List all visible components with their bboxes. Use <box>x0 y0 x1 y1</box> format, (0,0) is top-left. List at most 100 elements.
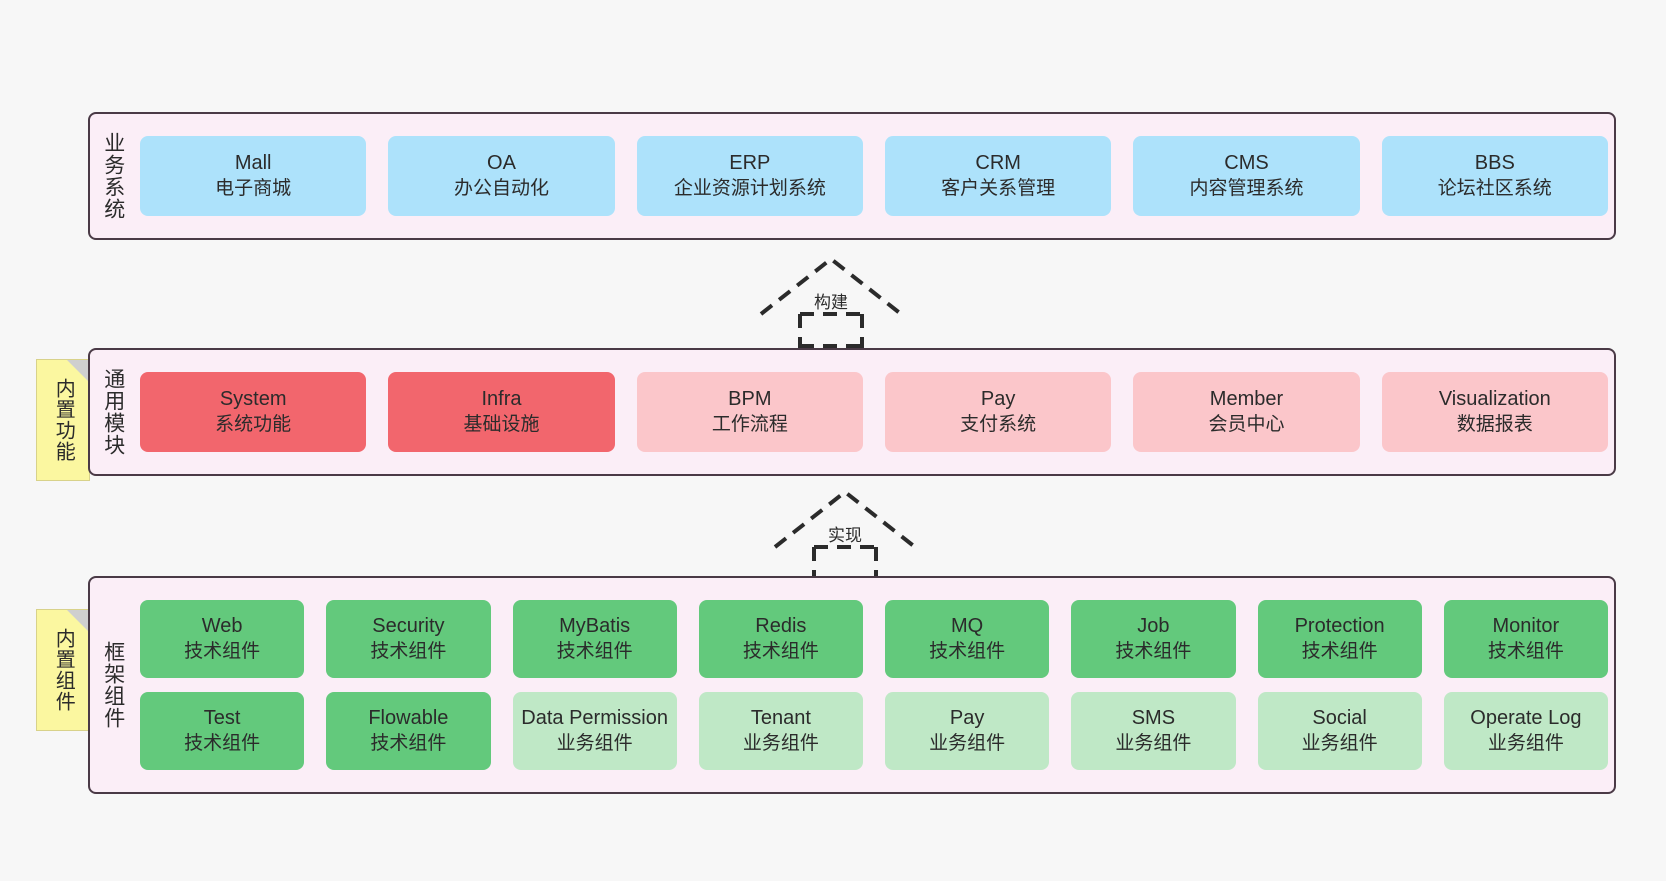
card-mall-subtitle: 电子商城 <box>215 177 292 199</box>
card-redis[interactable]: Redis 技术组件 <box>698 600 863 678</box>
card-oa-title: OA <box>487 152 516 175</box>
note-builtin-components-label: 内置组件 <box>52 628 75 712</box>
card-mq-title: MQ <box>951 615 984 638</box>
card-social-subtitle: 业务组件 <box>1301 732 1378 754</box>
card-erp-subtitle: 企业资源计划系统 <box>673 177 826 199</box>
layer-business-systems: 业务系统 Mall 电子商城 OA 办公自动化 ERP 企业资源计划系统 CRM… <box>88 112 1616 240</box>
card-test-subtitle: 技术组件 <box>184 732 261 754</box>
layer-title-general-modules: 通用模块 <box>101 368 125 456</box>
layer-body-business-systems: Mall 电子商城 OA 办公自动化 ERP 企业资源计划系统 CRM 客户关系… <box>136 114 1614 238</box>
arrow-implement-label: 实现 <box>828 526 862 545</box>
card-bbs-subtitle: 论坛社区系统 <box>1437 177 1552 199</box>
card-data-permission-title: Data Permission <box>521 707 668 730</box>
card-crm[interactable]: CRM 客户关系管理 <box>884 136 1112 216</box>
card-system-title: System <box>219 388 287 411</box>
card-protection-subtitle: 技术组件 <box>1301 640 1378 662</box>
card-mq-subtitle: 技术组件 <box>929 640 1006 662</box>
card-bpm[interactable]: BPM 工作流程 <box>636 372 863 452</box>
card-tenant[interactable]: Tenant 业务组件 <box>698 692 863 770</box>
card-web[interactable]: Web 技术组件 <box>140 600 305 678</box>
note-builtin-functions-label: 内置功能 <box>52 378 75 462</box>
card-visualization-title: Visualization <box>1438 388 1551 411</box>
card-bpm-title: BPM <box>728 388 772 411</box>
card-cms-title: CMS <box>1224 152 1269 175</box>
layer-body-framework-components: Web 技术组件 Security 技术组件 MyBatis 技术组件 Redi… <box>136 578 1614 792</box>
layer-framework-components: 框架组件 Web 技术组件 Security 技术组件 MyBatis 技术组件… <box>88 576 1616 794</box>
card-visualization-subtitle: 数据报表 <box>1456 413 1533 435</box>
card-tenant-subtitle: 业务组件 <box>742 732 819 754</box>
note-builtin-functions: 内置功能 <box>36 359 90 481</box>
card-cms[interactable]: CMS 内容管理系统 <box>1133 136 1360 216</box>
card-infra[interactable]: Infra 基础设施 <box>388 372 615 452</box>
card-protection[interactable]: Protection 技术组件 <box>1257 600 1422 678</box>
card-operate-log[interactable]: Operate Log 业务组件 <box>1443 692 1608 770</box>
card-web-subtitle: 技术组件 <box>184 640 261 662</box>
card-member-subtitle: 会员中心 <box>1208 413 1285 435</box>
arrow-implement-generalization: 实现 <box>770 489 920 581</box>
card-redis-title: Redis <box>755 615 807 638</box>
card-job-title: Job <box>1137 615 1170 638</box>
card-system[interactable]: System 系统功能 <box>140 372 367 452</box>
card-erp-title: ERP <box>729 152 771 175</box>
card-oa[interactable]: OA 办公自动化 <box>388 136 615 216</box>
card-sms-subtitle: 业务组件 <box>1115 732 1192 754</box>
card-visualization[interactable]: Visualization 数据报表 <box>1381 372 1608 452</box>
card-social[interactable]: Social 业务组件 <box>1257 692 1422 770</box>
layer-title-framework-components: 框架组件 <box>101 641 125 729</box>
card-job-subtitle: 技术组件 <box>1115 640 1192 662</box>
card-security-subtitle: 技术组件 <box>370 640 447 662</box>
card-security[interactable]: Security 技术组件 <box>326 600 491 678</box>
card-mybatis[interactable]: MyBatis 技术组件 <box>512 600 677 678</box>
row-business-systems: Mall 电子商城 OA 办公自动化 ERP 企业资源计划系统 CRM 客户关系… <box>140 136 1608 216</box>
card-member[interactable]: Member 会员中心 <box>1133 372 1360 452</box>
card-mall-title: Mall <box>234 152 272 175</box>
card-member-title: Member <box>1209 388 1284 411</box>
card-crm-title: CRM <box>975 152 1021 175</box>
card-pay-module-title: Pay <box>980 388 1016 411</box>
card-data-permission-subtitle: 业务组件 <box>556 732 633 754</box>
card-mq[interactable]: MQ 技术组件 <box>885 600 1050 678</box>
card-job[interactable]: Job 技术组件 <box>1071 600 1236 678</box>
card-operate-log-title: Operate Log <box>1470 707 1582 730</box>
card-social-title: Social <box>1312 707 1367 730</box>
dashed-hollow-arrow-icon <box>759 256 903 348</box>
row-business-components: Test 技术组件 Flowable 技术组件 Data Permission … <box>140 692 1608 770</box>
arrow-build-label: 构建 <box>814 293 848 312</box>
card-test[interactable]: Test 技术组件 <box>140 692 305 770</box>
card-pay-component-title: Pay <box>949 707 985 730</box>
card-monitor-subtitle: 技术组件 <box>1487 640 1564 662</box>
card-monitor-title: Monitor <box>1492 615 1560 638</box>
card-mall[interactable]: Mall 电子商城 <box>140 136 367 216</box>
card-protection-title: Protection <box>1294 615 1385 638</box>
card-mybatis-subtitle: 技术组件 <box>556 640 633 662</box>
layer-body-general-modules: System 系统功能 Infra 基础设施 BPM 工作流程 Pay 支付系统… <box>136 350 1614 474</box>
card-pay-component[interactable]: Pay 业务组件 <box>885 692 1050 770</box>
card-cms-subtitle: 内容管理系统 <box>1189 177 1304 199</box>
card-erp[interactable]: ERP 企业资源计划系统 <box>636 136 863 216</box>
card-bpm-subtitle: 工作流程 <box>711 413 788 435</box>
card-tenant-title: Tenant <box>750 707 811 730</box>
card-pay-component-subtitle: 业务组件 <box>929 732 1006 754</box>
card-oa-subtitle: 办公自动化 <box>453 177 549 199</box>
card-pay-module-subtitle: 支付系统 <box>960 413 1037 435</box>
card-pay-module[interactable]: Pay 支付系统 <box>884 372 1112 452</box>
card-flowable-subtitle: 技术组件 <box>370 732 447 754</box>
row-general-modules: System 系统功能 Infra 基础设施 BPM 工作流程 Pay 支付系统… <box>140 372 1608 452</box>
layer-general-modules: 通用模块 System 系统功能 Infra 基础设施 BPM 工作流程 Pay… <box>88 348 1616 476</box>
card-bbs-title: BBS <box>1474 152 1515 175</box>
card-test-title: Test <box>203 707 241 730</box>
card-mybatis-title: MyBatis <box>559 615 631 638</box>
row-tech-components: Web 技术组件 Security 技术组件 MyBatis 技术组件 Redi… <box>140 600 1608 678</box>
card-bbs[interactable]: BBS 论坛社区系统 <box>1381 136 1608 216</box>
card-web-title: Web <box>201 615 243 638</box>
card-sms[interactable]: SMS 业务组件 <box>1071 692 1236 770</box>
arrow-build-generalization: 构建 <box>756 256 906 348</box>
note-builtin-components: 内置组件 <box>36 609 90 731</box>
card-flowable[interactable]: Flowable 技术组件 <box>326 692 491 770</box>
card-infra-title: Infra <box>481 388 522 411</box>
card-monitor[interactable]: Monitor 技术组件 <box>1443 600 1608 678</box>
card-infra-subtitle: 基础设施 <box>463 413 540 435</box>
card-crm-subtitle: 客户关系管理 <box>941 177 1056 199</box>
card-operate-log-subtitle: 业务组件 <box>1487 732 1564 754</box>
card-data-permission[interactable]: Data Permission 业务组件 <box>512 692 677 770</box>
